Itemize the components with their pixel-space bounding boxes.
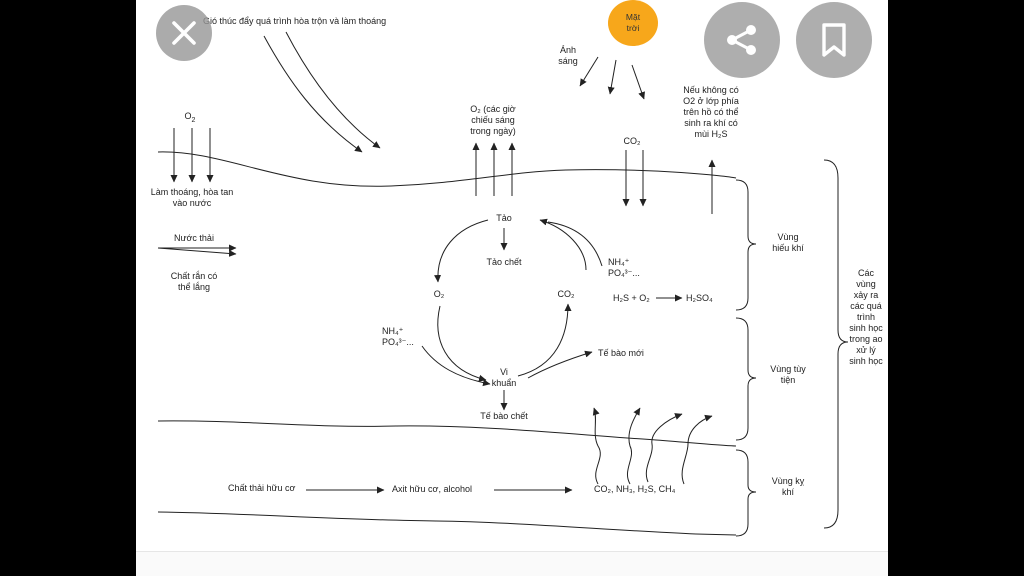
co2-top-label: CO₂ [623, 136, 641, 146]
bookmark-icon [822, 23, 846, 57]
gas-rise-3 [645, 413, 683, 483]
bacteria-to-co2-arrow [517, 303, 572, 377]
h2so4-label: H₂SO₄ [686, 293, 713, 303]
pond-process-diagram [157, 31, 849, 537]
o2-mid-label: O₂ [433, 289, 445, 299]
zone-anaerobic-label: Vùng kỵ khí [771, 476, 805, 497]
organic-acid-label: Axit hữu cơ, alcohol [392, 484, 472, 494]
nutrients-to-bacteria-arrow [421, 345, 491, 387]
light-arrow-2 [607, 59, 617, 95]
sun-label: Mặt trời [625, 12, 641, 33]
brace-anaerobic [735, 449, 757, 537]
light-arrow-3 [631, 64, 645, 100]
nutrients-to-algae-arrow [547, 221, 603, 267]
brace-facultative [735, 317, 757, 441]
h2s-note-label: Nếu không có O2 ở lớp phía trên hồ có th… [683, 85, 739, 139]
bookmark-button[interactable] [796, 2, 872, 78]
nutrients-right-label: NH₄⁺ PO₄³⁻... [608, 257, 640, 278]
bacteria-label: Vi khuẩn [491, 367, 517, 388]
wind-label: Gió thúc đẩy quá trình hòa trộn và làm t… [203, 16, 387, 26]
pond-bottom-line [157, 511, 737, 536]
settleable-arrow [157, 247, 237, 257]
gas-rise-4 [681, 414, 713, 485]
light-arrow-1 [579, 56, 599, 87]
co2-mid-label: CO₂ [557, 289, 575, 299]
zones-all-label: Các vùng xảy ra các quá trình sinh học t… [849, 268, 883, 366]
diagram-page: Mặt trời Gió thúc đẩy quá trình hòa trộn… [136, 0, 888, 576]
h2s-o2-label: H₂S + O₂ [613, 293, 650, 303]
organic-waste-label: Chất thải hữu cơ [228, 483, 296, 493]
dead-cells-label: Tế bào chết [480, 411, 528, 421]
close-icon [172, 21, 196, 45]
bacteria-to-new-cells-arrow [527, 350, 593, 379]
brace-all-zones [823, 159, 849, 529]
close-button[interactable] [156, 5, 212, 61]
settleable-label: Chất rắn có thể lắng [170, 271, 218, 292]
light-label: Ánh sáng [558, 45, 578, 66]
o2-day-label: O₂ (các giờ chiếu sáng trong ngày) [470, 104, 516, 136]
zone-aerobic-label: Vùng hiếu khí [772, 232, 804, 253]
wind-arrow-1 [263, 35, 363, 153]
algae-label: Tảo [496, 213, 512, 223]
o2-top-label: O2 [184, 111, 196, 124]
dead-algae-label: Tảo chết [486, 257, 522, 267]
zone-facultative-label: Vùng tùy tiện [770, 364, 806, 385]
new-cells-label: Tế bào mới [598, 348, 644, 358]
o2-to-bacteria-arrow [437, 305, 487, 382]
wind-arrow-2 [285, 31, 381, 149]
algae-to-o2-arrow [434, 219, 489, 283]
aeration-label: Làm thoáng, hòa tan vào nước [150, 187, 234, 208]
gas-rise-1 [592, 407, 601, 485]
wastewater-label: Nước thải [174, 233, 214, 243]
brace-aerobic [735, 179, 757, 311]
co2-to-algae-arrow [539, 218, 587, 271]
share-button[interactable] [704, 2, 780, 78]
gases-label: CO₂, NH₃, H₂S, CH₄ [594, 484, 676, 494]
boundary-line [157, 420, 737, 447]
share-icon [727, 25, 756, 55]
water-surface-line [157, 151, 737, 187]
nutrients-left-label: NH₄⁺ PO₄³⁻... [382, 326, 414, 347]
sun-circle: Mặt trời [608, 0, 658, 46]
page-bottom-strip [136, 551, 888, 576]
gas-rise-2 [626, 407, 641, 485]
